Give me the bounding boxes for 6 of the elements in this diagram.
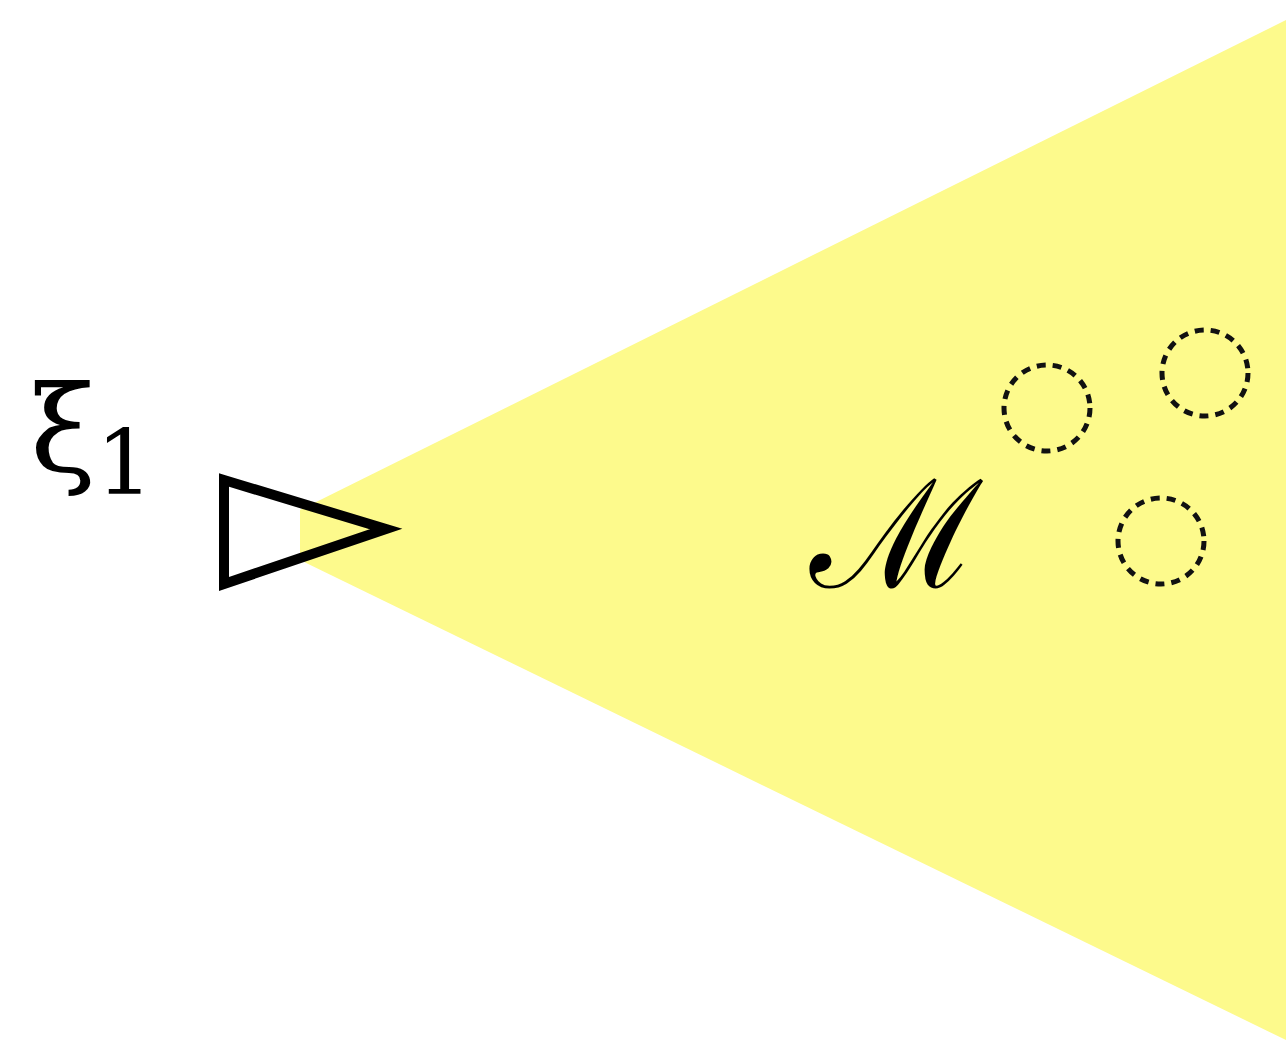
dashed-circle — [1115, 495, 1207, 587]
sensor-triangle — [219, 473, 403, 591]
dashed-circle — [1159, 327, 1251, 419]
dashed-circle — [1001, 362, 1093, 454]
math-label: ξ$_{1}$ — [30, 370, 154, 508]
math-label: ℳ — [810, 460, 983, 610]
